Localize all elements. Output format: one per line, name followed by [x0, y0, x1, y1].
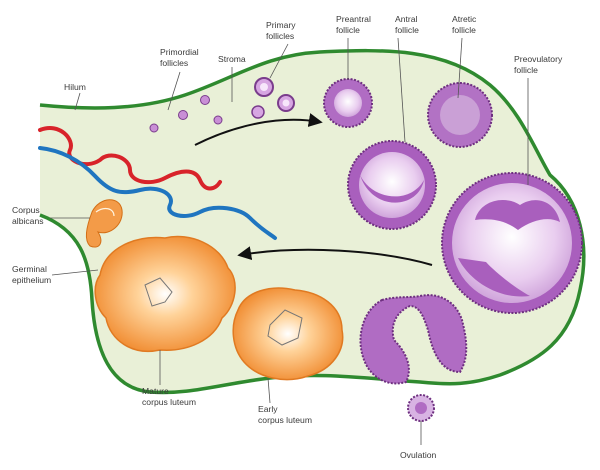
atretic-follicle: [427, 82, 493, 148]
corpus-albicans: [85, 199, 123, 248]
label-antral-follicle: Antral follicle: [395, 14, 420, 35]
label-preovulatory-follicle: Preovulatory follicle: [514, 54, 565, 75]
primordial-follicles: [149, 95, 223, 133]
label-stroma: Stroma: [218, 54, 246, 64]
label-atretic-follicle: Atretic follicle: [452, 14, 479, 35]
label-early-corpus-luteum: Early corpus luteum: [258, 404, 312, 425]
label-corpus-albicans: Corpus albicans: [12, 205, 44, 226]
vein: [38, 146, 277, 240]
germinal-epithelium-border: [39, 48, 586, 395]
antral-follicle: [347, 140, 437, 230]
label-primary-follicles: Primary follicles: [266, 20, 298, 41]
label-mature-corpus-luteum: Mature corpus luteum: [142, 386, 196, 407]
label-primordial-follicles: Primordial follicles: [160, 47, 201, 68]
preovulatory-follicle: [441, 172, 583, 314]
ovulated-ovum: [407, 394, 435, 422]
mature-corpus-luteum: [94, 235, 236, 352]
preantral-follicle: [323, 78, 373, 128]
development-arrow: [194, 113, 323, 146]
regression-arrow: [237, 246, 433, 266]
early-corpus-luteum: [232, 287, 344, 381]
label-germinal-epithelium: Germinal epithelium: [12, 264, 51, 285]
label-preantral-follicle: Preantral follicle: [336, 14, 373, 35]
label-hilum: Hilum: [64, 82, 86, 92]
artery: [38, 126, 222, 191]
primary-follicles: [251, 77, 295, 119]
ruptured-follicle: [359, 294, 468, 385]
label-ovulation: Ovulation: [400, 450, 437, 460]
